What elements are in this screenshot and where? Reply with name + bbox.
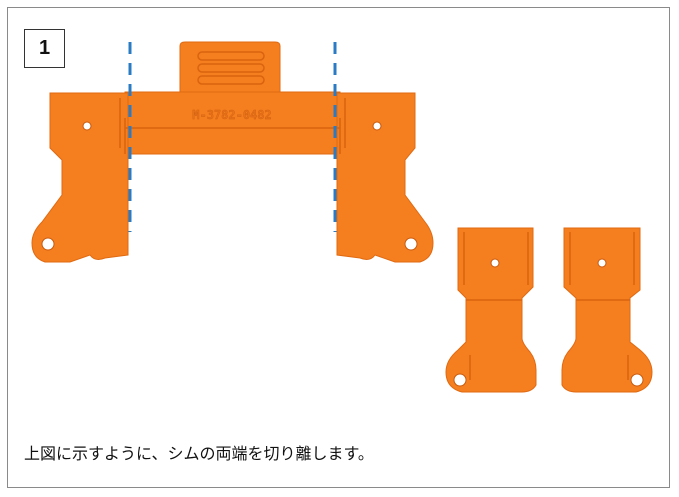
whole-shim-details [119,51,346,154]
separated-piece-left [445,227,537,393]
shim-center-bar [124,91,341,155]
whole-shim [31,41,434,263]
part-marking: M-3782-0482 [192,108,271,122]
step-number: 1 [38,37,51,59]
shim-left-ear [31,92,129,263]
shim-top-tab [179,41,281,93]
shim-right-ear [336,92,434,263]
separated-piece-right [561,227,653,393]
instruction-text: 上図に示すように、シムの両端を切り離します。 [24,444,374,463]
step-number-box: 1 [24,29,65,68]
whole-shim-holes [41,121,418,251]
